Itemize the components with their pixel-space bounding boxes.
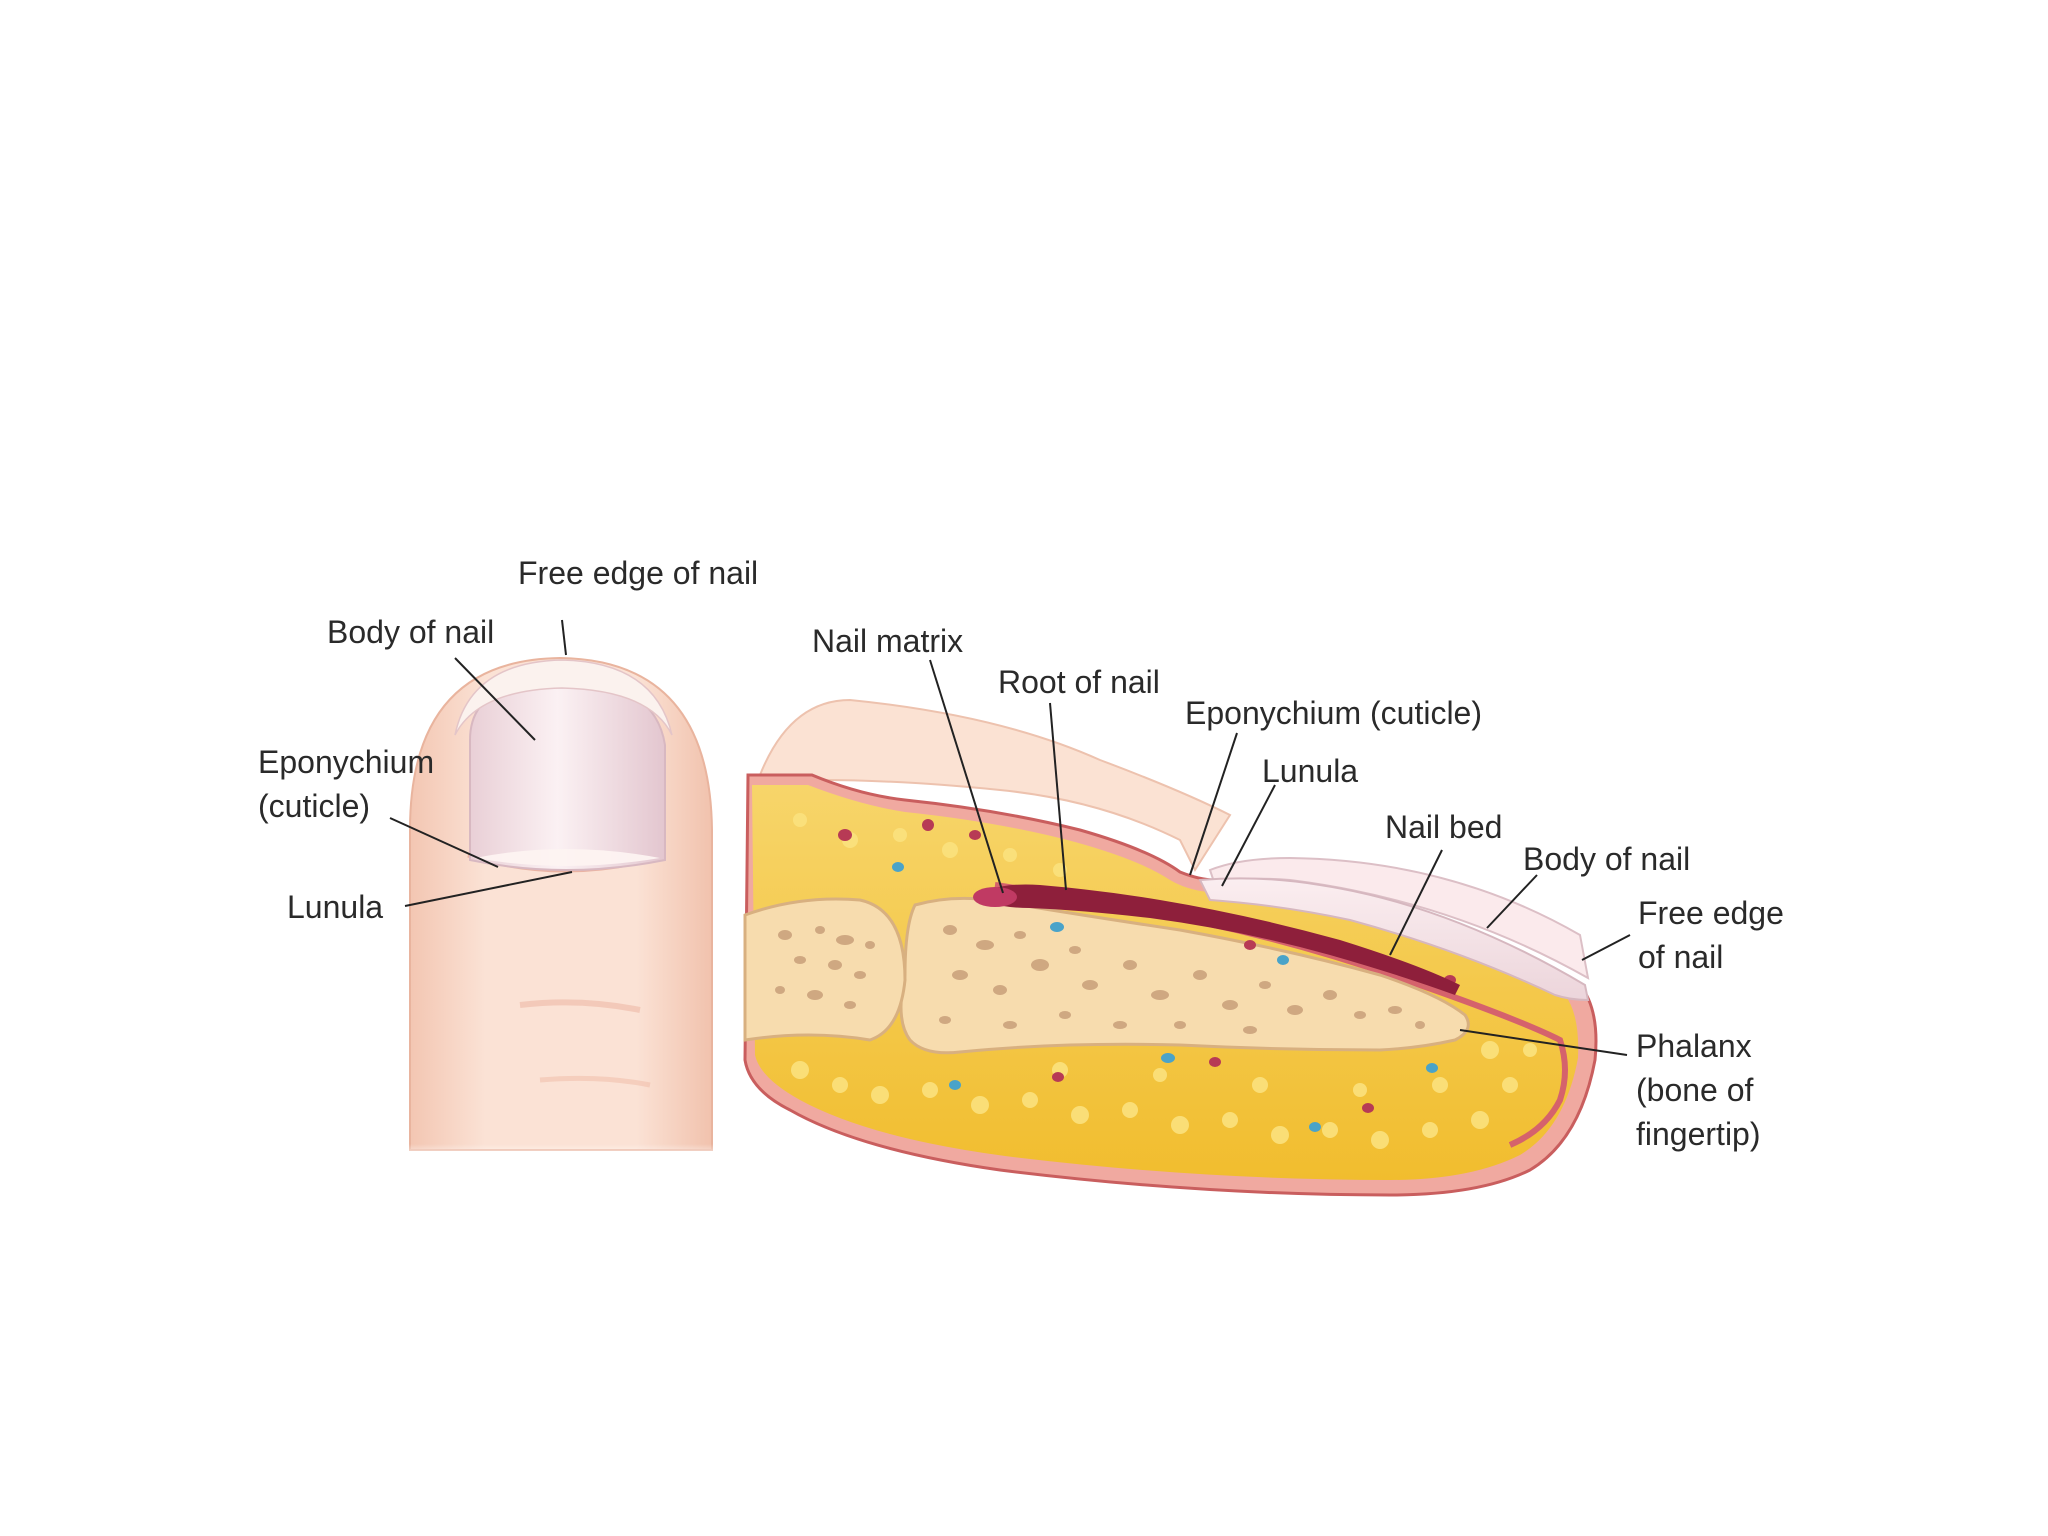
label-eponychium-top-1: Eponychium	[258, 744, 434, 780]
label-lunula-section: Lunula	[1262, 753, 1358, 789]
nail-root	[978, 884, 1460, 995]
labels-top-view: Free edge of nail Body of nail Eponychiu…	[258, 555, 758, 925]
nail-matrix	[973, 887, 1017, 907]
lunula	[475, 849, 660, 866]
label-lunula-top: Lunula	[287, 889, 383, 925]
label-eponychium-top-2: (cuticle)	[258, 788, 370, 824]
label-phalanx-1: Phalanx	[1636, 1028, 1752, 1064]
labels-section-view: Nail matrix Root of nail Eponychium (cut…	[812, 623, 1784, 1152]
skin-surface-top	[758, 698, 1232, 873]
middle-phalanx-bone	[743, 897, 907, 1042]
label-eponychium-section: Eponychium (cuticle)	[1185, 695, 1482, 731]
fingertip-cross-section	[743, 698, 1598, 1197]
leader-lines	[389, 619, 1631, 1056]
label-phalanx-3: fingertip)	[1636, 1116, 1761, 1152]
nail-plate-section	[1198, 877, 1590, 1002]
phalanx-bone	[899, 896, 1470, 1055]
label-free-edge-top: Free edge of nail	[518, 555, 758, 591]
nail-free-edge	[454, 659, 673, 736]
label-free-edge-section-1: Free edge	[1638, 895, 1784, 931]
label-phalanx-2: (bone of	[1636, 1072, 1754, 1108]
label-free-edge-section-2: of nail	[1638, 939, 1723, 975]
label-nail-bed: Nail bed	[1385, 809, 1502, 845]
label-body-section: Body of nail	[1523, 841, 1690, 877]
nail-body	[469, 678, 666, 871]
label-root-of-nail: Root of nail	[998, 664, 1160, 700]
label-body-top: Body of nail	[327, 614, 494, 650]
label-nail-matrix: Nail matrix	[812, 623, 963, 659]
finger-top-view	[405, 656, 720, 1160]
